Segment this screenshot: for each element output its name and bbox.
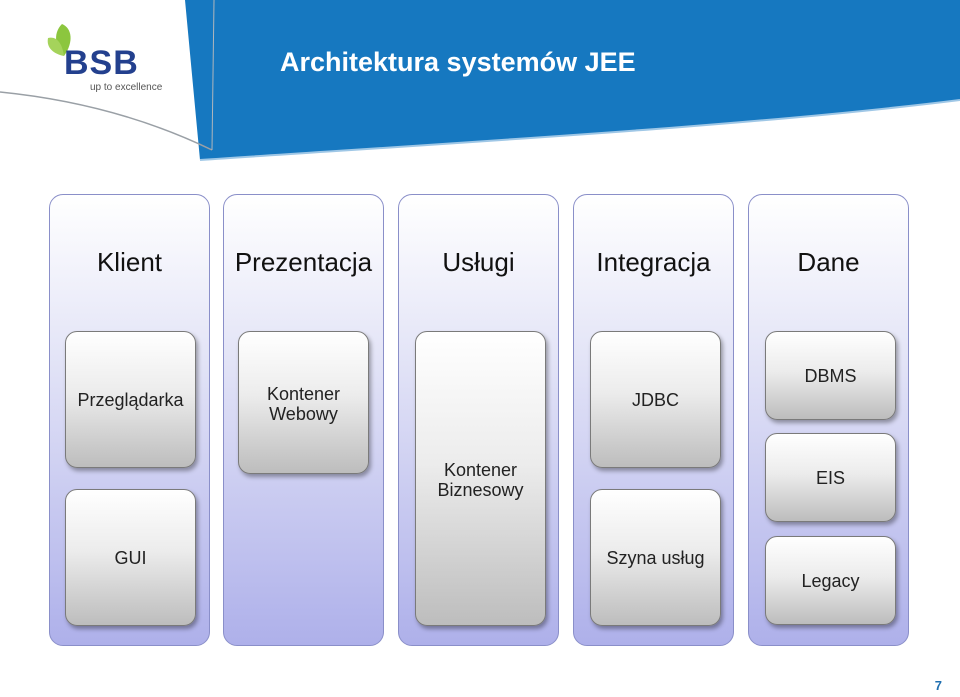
box-przegladarka: Przeglądarka <box>65 331 196 468</box>
column-prezentacja: Prezentacja Kontener Webowy <box>223 194 384 646</box>
box-szyna-uslug: Szyna usług <box>590 489 721 626</box>
page-number: 7 <box>934 678 942 693</box>
column-dane: Dane DBMS EIS Legacy <box>748 194 909 646</box>
column-klient: Klient Przeglądarka GUI <box>49 194 210 646</box>
box-legacy: Legacy <box>765 536 896 625</box>
column-integracja: Integracja JDBC Szyna usług <box>573 194 734 646</box>
box-label: GUI <box>114 548 147 568</box>
column-heading: Usługi <box>442 247 515 277</box>
box-label: Przeglądarka <box>77 390 184 410</box>
bsb-logo <box>40 18 180 98</box>
box-kontener-webowy: Kontener Webowy <box>238 331 369 474</box>
box-eis: EIS <box>765 433 896 522</box>
column-heading: Prezentacja <box>234 247 373 277</box>
column-heading: Integracja <box>596 247 711 277</box>
box-label: Kontener <box>443 460 518 480</box>
page-title: Architektura systemów JEE <box>280 47 636 77</box>
box-label: Webowy <box>269 404 338 424</box>
box-label: Szyna usług <box>606 548 705 568</box>
leaf-icon <box>47 24 71 56</box>
column-heading: Klient <box>96 247 163 277</box>
box-dbms: DBMS <box>765 331 896 420</box>
column-heading: Dane <box>797 247 860 277</box>
box-label: Legacy <box>801 571 860 591</box>
column-uslugi: Usługi Kontener Biznesowy <box>398 194 559 646</box>
box-label: JDBC <box>631 390 679 410</box>
box-label: Kontener <box>266 384 341 404</box>
box-kontener-biznesowy: Kontener Biznesowy <box>415 331 546 626</box>
box-label: EIS <box>815 468 845 488</box>
logo-tagline: up to excellence <box>90 82 163 93</box>
box-jdbc: JDBC <box>590 331 721 468</box>
logo-text: BSB <box>64 44 139 82</box>
box-label: Biznesowy <box>437 480 524 500</box>
header-band <box>0 0 960 161</box>
box-label: DBMS <box>804 366 857 386</box>
box-gui: GUI <box>65 489 196 626</box>
